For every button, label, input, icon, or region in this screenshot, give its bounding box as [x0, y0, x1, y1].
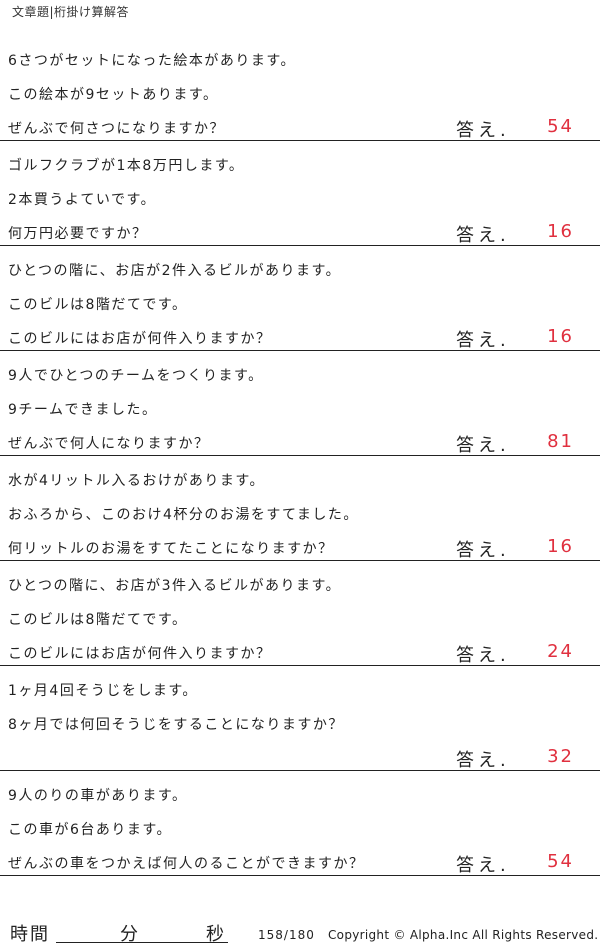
- answer-label: 答え.: [456, 750, 510, 771]
- time-blank-line: [56, 942, 228, 943]
- answer-value: 16: [547, 536, 574, 557]
- minutes-label: 分: [120, 924, 138, 945]
- problem-question: このビルにはお店が何件入りますか？: [8, 646, 272, 662]
- problem-question: ぜんぶの車をつかえば何人のることができますか？: [8, 856, 365, 872]
- problem-text: この車が6台あります。: [8, 822, 173, 838]
- page-number: 158/180: [258, 928, 315, 942]
- problem-1: 6さつがセットになった絵本があります。 この絵本が9セットあります。 ぜんぶで何…: [0, 36, 600, 141]
- problem-question: 8ヶ月では何回そうじをすることになりますか？: [8, 717, 344, 733]
- answer-value: 32: [547, 746, 574, 767]
- problem-question: 何万円必要ですか？: [8, 226, 148, 242]
- problem-text: 2本買うよていです。: [8, 192, 157, 208]
- answer-label: 答え.: [456, 855, 510, 876]
- answer-value: 24: [547, 641, 574, 662]
- copyright-notice: Copyright © Alpha.Inc All Rights Reserve…: [328, 928, 599, 942]
- problem-2: ゴルフクラブが1本8万円します。 2本買うよていです。 何万円必要ですか？ 答え…: [0, 141, 600, 246]
- answer-label: 答え.: [456, 435, 510, 456]
- problem-text: この絵本が9セットあります。: [8, 87, 219, 103]
- problem-4: 9人でひとつのチームをつくります。 9チームできました。 ぜんぶで何人になります…: [0, 351, 600, 456]
- answer-label: 答え.: [456, 645, 510, 666]
- problem-text: ひとつの階に、お店が2件入るビルがあります。: [8, 263, 342, 279]
- problem-text: 水が4リットル入るおけがあります。: [8, 473, 266, 489]
- problem-question: このビルにはお店が何件入りますか？: [8, 331, 272, 347]
- problem-text: 1ヶ月4回そうじをします。: [8, 683, 198, 699]
- time-label: 時間: [10, 924, 50, 945]
- problem-5: 水が4リットル入るおけがあります。 おふろから、このおけ4杯分のお湯をすてました…: [0, 456, 600, 561]
- answer-label: 答え.: [456, 540, 510, 561]
- answer-value: 16: [547, 326, 574, 347]
- problem-7: 1ヶ月4回そうじをします。 8ヶ月では何回そうじをすることになりますか？ 答え.…: [0, 666, 600, 771]
- problem-text: このビルは8階だてです。: [8, 612, 188, 628]
- problem-6: ひとつの階に、お店が3件入るビルがあります。 このビルは8階だてです。 このビル…: [0, 561, 600, 666]
- problem-question: 何リットルのお湯をすてたことになりますか？: [8, 541, 334, 557]
- problem-question: ぜんぶで何さつになりますか？: [8, 121, 225, 137]
- worksheet-title: 文章題|桁掛け算解答: [12, 5, 130, 19]
- answer-value: 54: [547, 116, 574, 137]
- answer-label: 答え.: [456, 330, 510, 351]
- answer-value: 16: [547, 221, 574, 242]
- problem-text: 9人でひとつのチームをつくります。: [8, 368, 264, 384]
- problem-text: 9チームできました。: [8, 402, 158, 418]
- problem-text: おふろから、このおけ4杯分のお湯をすてました。: [8, 507, 359, 523]
- problem-text: ゴルフクラブが1本8万円します。: [8, 158, 245, 174]
- answer-value: 54: [547, 851, 574, 872]
- answer-value: 81: [547, 431, 574, 452]
- answer-label: 答え.: [456, 120, 510, 141]
- footer: 時間 分 秒 158/180 Copyright © Alpha.Inc All…: [0, 918, 600, 948]
- problem-question: ぜんぶで何人になりますか？: [8, 436, 210, 452]
- problem-3: ひとつの階に、お店が2件入るビルがあります。 このビルは8階だてです。 このビル…: [0, 246, 600, 351]
- problem-text: 9人のりの車があります。: [8, 788, 188, 804]
- problem-8: 9人のりの車があります。 この車が6台あります。 ぜんぶの車をつかえば何人のるこ…: [0, 771, 600, 876]
- problem-text: 6さつがセットになった絵本があります。: [8, 53, 297, 69]
- seconds-label: 秒: [206, 924, 224, 945]
- problem-list: 6さつがセットになった絵本があります。 この絵本が9セットあります。 ぜんぶで何…: [0, 36, 600, 876]
- problem-text: ひとつの階に、お店が3件入るビルがあります。: [8, 578, 342, 594]
- problem-text: このビルは8階だてです。: [8, 297, 188, 313]
- answer-label: 答え.: [456, 225, 510, 246]
